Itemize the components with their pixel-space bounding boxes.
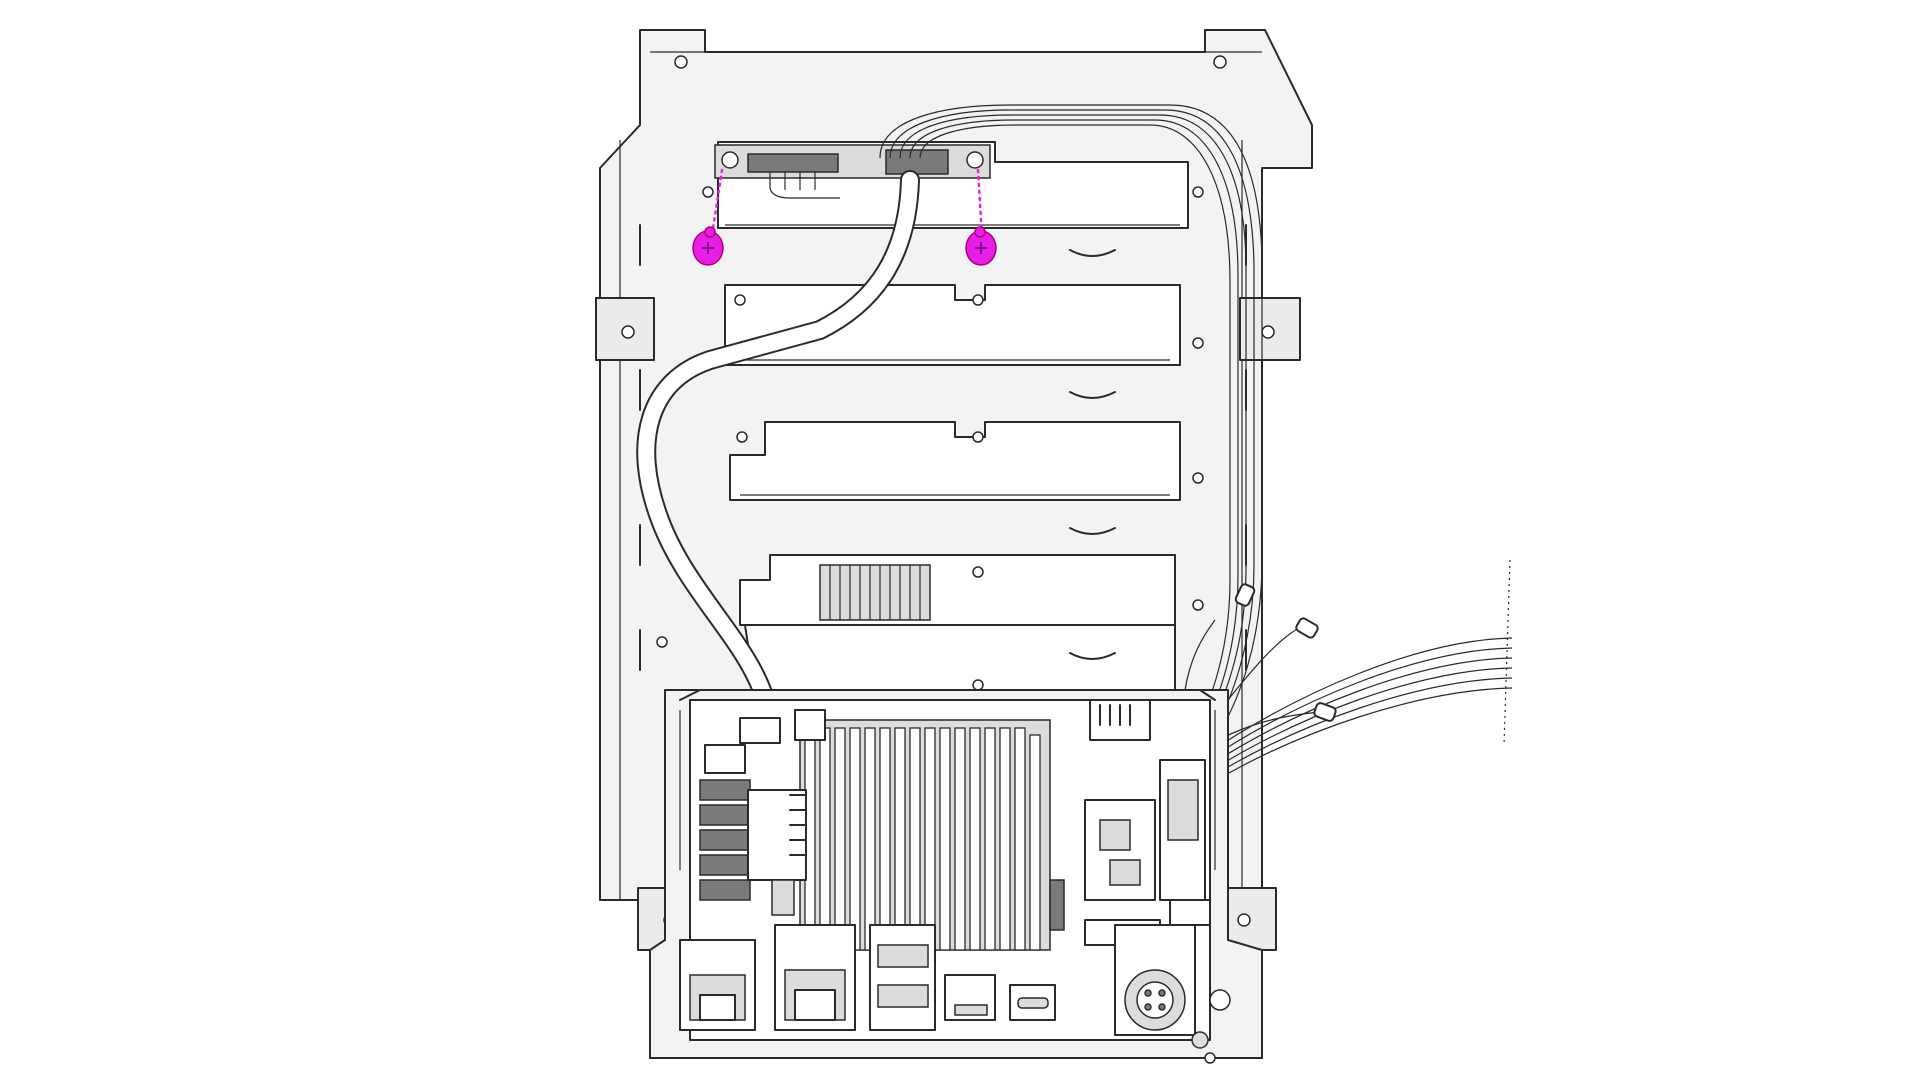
sd-card-slot — [944, 974, 996, 1021]
screw-icon — [965, 226, 997, 266]
standoff — [1191, 989, 1231, 1064]
drive-tray-2 — [724, 284, 1204, 399]
ethernet-port-1 — [679, 939, 756, 1031]
drive-tray-3 — [729, 421, 1204, 535]
side-bracket-right-upper — [1239, 297, 1301, 361]
side-bracket-left-upper — [595, 297, 655, 361]
usb-c-port — [1009, 984, 1056, 1021]
usb-ports — [869, 924, 936, 1031]
cable-connector — [747, 789, 807, 916]
power-jack — [1114, 924, 1196, 1036]
wire-ferrules — [1234, 583, 1337, 722]
front-panel-connectors — [1159, 759, 1211, 926]
drive-tray-4 — [739, 554, 1204, 626]
rear-io — [679, 924, 1231, 1064]
pin-headers — [739, 699, 1151, 744]
alignment-guide-left — [710, 168, 724, 237]
ethernet-port-2 — [774, 924, 856, 1031]
chips — [1084, 799, 1161, 946]
internal-rails — [664, 689, 1229, 891]
heatsink — [799, 719, 1065, 951]
screw-icon — [692, 226, 724, 266]
